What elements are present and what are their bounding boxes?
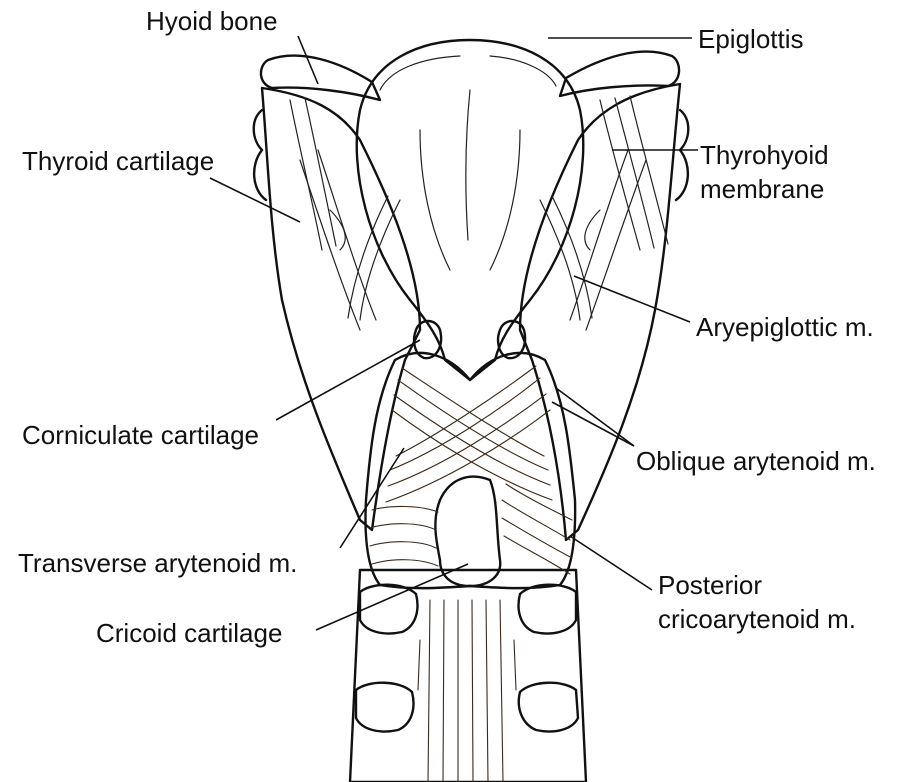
trachea-shape xyxy=(350,570,586,782)
label-corniculate: Corniculate cartilage xyxy=(22,420,259,450)
leader-lines xyxy=(210,36,698,630)
label-hyoid-bone: Hyoid bone xyxy=(146,6,278,36)
label-oblique-arytenoid: Oblique arytenoid m. xyxy=(636,446,876,476)
label-cricoid: Cricoid cartilage xyxy=(96,618,282,648)
thyrohyoid-membrane-shape xyxy=(290,96,668,250)
leader-hyoid-bone xyxy=(298,36,318,84)
labels: Hyoid bone Epiglottis Thyroid cartilage … xyxy=(18,6,876,648)
label-thyroid-cartilage: Thyroid cartilage xyxy=(22,146,214,176)
thyroid-cartilage-shape xyxy=(254,84,689,540)
label-posterior-line1: Posterior xyxy=(658,570,762,600)
label-thyrohyoid-line1: Thyrohyoid xyxy=(700,140,829,170)
leader-cricoid-cartilage xyxy=(316,564,468,630)
label-thyrohyoid-line2: membrane xyxy=(700,174,824,204)
leader-posterior-cricoarytenoid xyxy=(570,536,652,590)
label-epiglottis: Epiglottis xyxy=(698,24,804,54)
label-aryepiglottic: Aryepiglottic m. xyxy=(696,312,874,342)
label-transverse-arytenoid: Transverse arytenoid m. xyxy=(18,548,297,578)
label-posterior-line2: cricoarytenoid m. xyxy=(658,604,856,634)
